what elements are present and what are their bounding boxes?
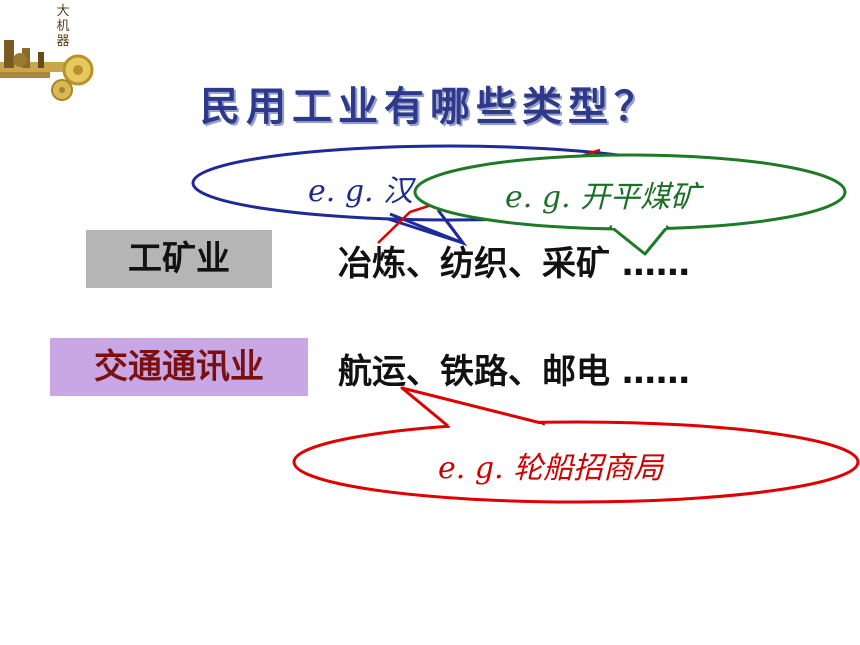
- red-callout-shape: [292, 386, 860, 504]
- machine-logo: 大 机 器: [0, 0, 100, 110]
- category-mining-label: 工矿业: [86, 230, 272, 288]
- logo-char: 大: [56, 4, 70, 19]
- slide-title: 民用工业有哪些类型？: [200, 84, 660, 130]
- category-transport-label: 交通通讯业: [50, 338, 308, 396]
- logo-text: 大 机 器: [52, 4, 74, 49]
- red-callout-text: e. g. 轮船招商局: [438, 451, 664, 486]
- blue-callout-text: e. g. 汉: [308, 174, 414, 209]
- green-callout-shape: [413, 153, 847, 256]
- logo-char: 机: [56, 19, 70, 34]
- gear-machine-icon: [0, 40, 94, 101]
- category-transport-examples: 航运、铁路、邮电 ……: [338, 352, 690, 392]
- green-callout-text: e. g. 开平煤矿: [505, 180, 701, 215]
- category-mining-examples: 冶炼、纺织、采矿 ……: [338, 244, 690, 284]
- logo-char: 器: [56, 34, 70, 49]
